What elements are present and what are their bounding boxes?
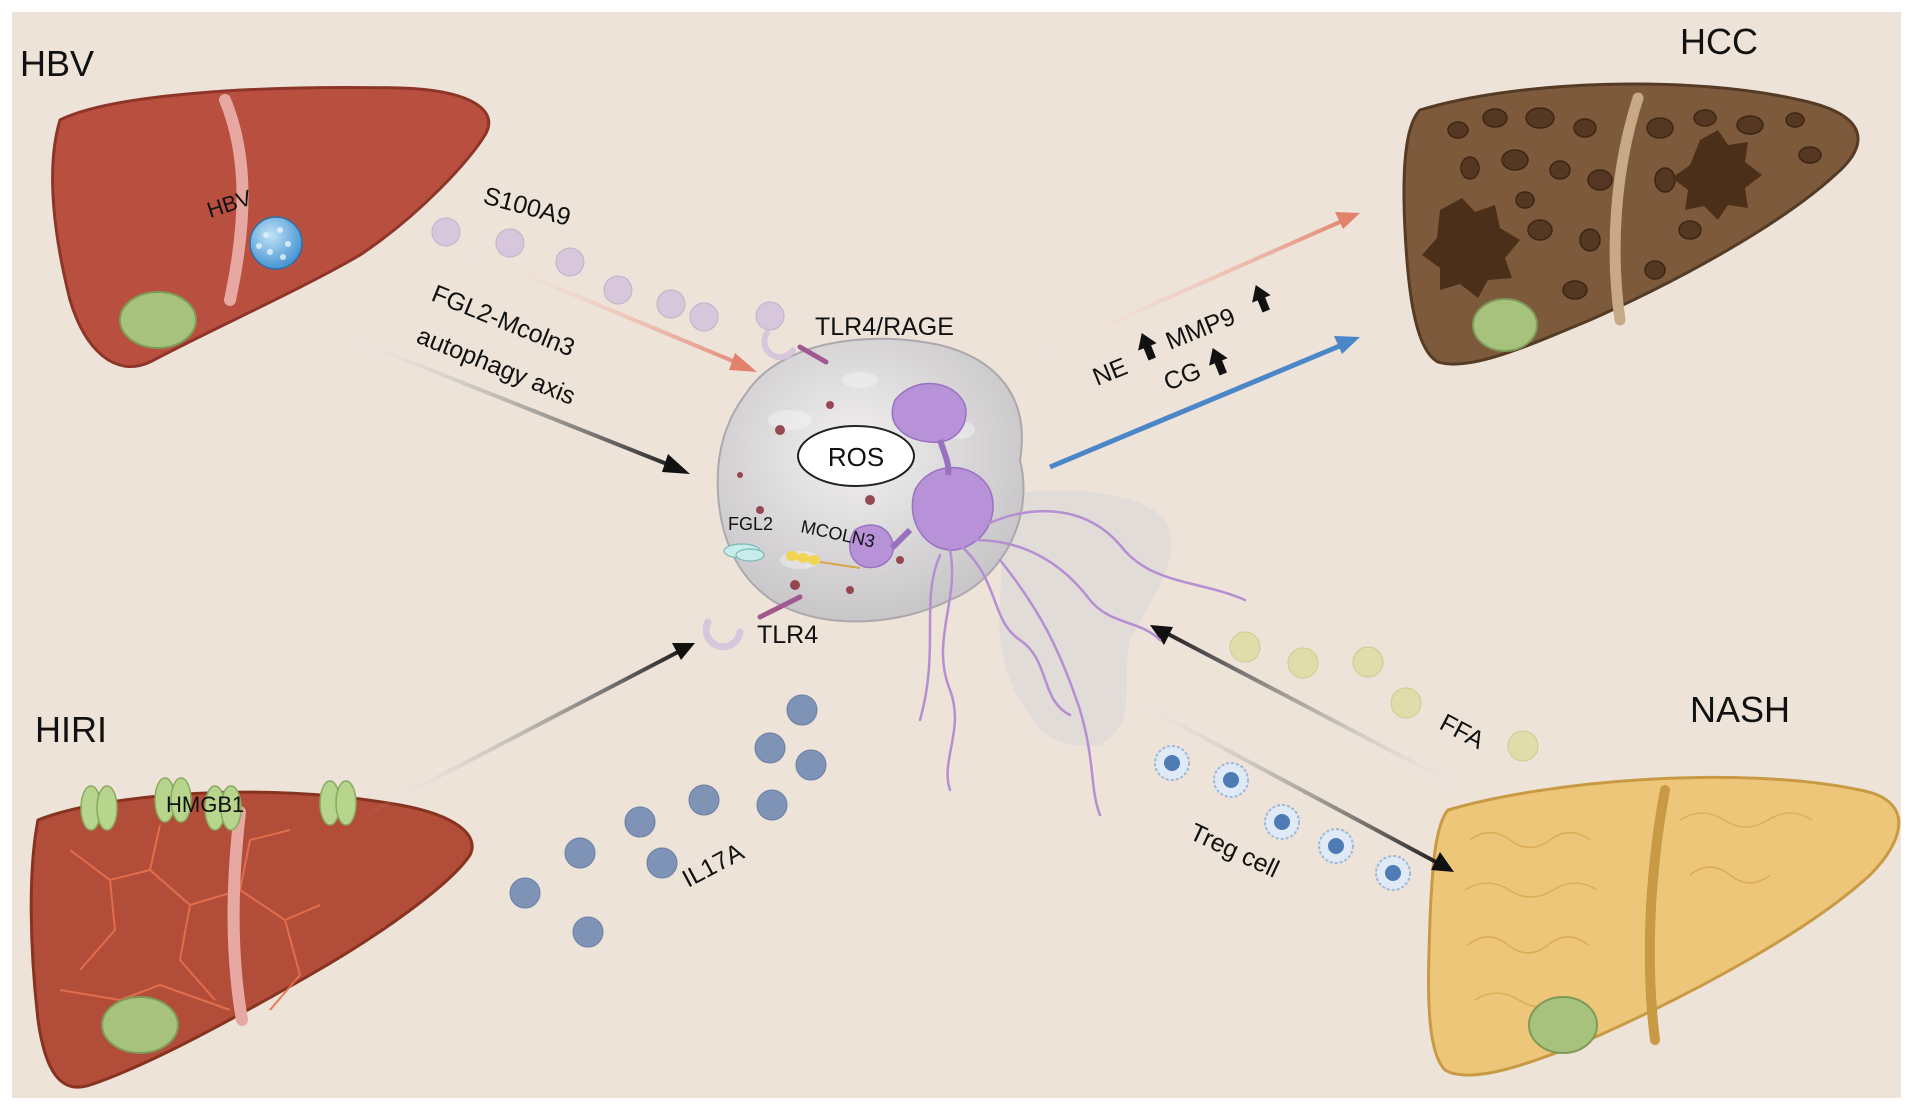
treg-cells bbox=[1154, 745, 1411, 891]
arrow-hiri-to-neutrophil bbox=[364, 643, 695, 817]
gallbladder-icon bbox=[1472, 298, 1538, 352]
il17a-molecules bbox=[509, 694, 827, 948]
arrow-hbv-s100a9-to-neutrophil bbox=[429, 233, 757, 372]
treg-cell-icon bbox=[1375, 855, 1411, 891]
hiri-liver bbox=[29, 777, 474, 1089]
gallbladder-icon bbox=[1528, 996, 1598, 1054]
hcc-label: HCC bbox=[1680, 21, 1758, 62]
arrow-nash-to-neutrophil bbox=[1150, 625, 1486, 802]
gallbladder-icon bbox=[101, 996, 179, 1054]
hmgb1-molecule-icon bbox=[80, 777, 357, 831]
neutrophil-cell bbox=[702, 330, 1247, 817]
ros-label: ROS bbox=[828, 442, 884, 472]
treg-cell-icon bbox=[1154, 745, 1190, 781]
up-arrow-icon bbox=[1209, 348, 1228, 376]
treg-cell-icon bbox=[1213, 762, 1249, 798]
gallbladder-icon bbox=[119, 291, 197, 349]
up-arrow-icon bbox=[1138, 333, 1157, 361]
nets-fibers bbox=[918, 509, 1247, 817]
fgl2-protein-icon bbox=[723, 543, 861, 569]
s100a9-molecules bbox=[431, 217, 785, 332]
nash-label: NASH bbox=[1690, 689, 1790, 730]
nucleus-icon bbox=[849, 383, 994, 569]
hbv-virus-icon bbox=[249, 216, 303, 270]
hbv-label: HBV bbox=[20, 43, 94, 84]
hcc-liver bbox=[1402, 82, 1860, 366]
tlr4-rage-receptor-icon bbox=[761, 330, 829, 365]
increase-arrow-icons bbox=[1138, 285, 1271, 376]
fgl2-label: FGL2 bbox=[728, 514, 773, 534]
arrow-neutrophil-to-nash bbox=[1114, 688, 1454, 872]
treg-cell-icon bbox=[1264, 804, 1300, 840]
hmgb1-label: HMGB1 bbox=[166, 792, 244, 817]
tlr4-rage-label: TLR4/RAGE bbox=[815, 313, 954, 341]
tlr4-receptor-icon bbox=[702, 594, 803, 651]
ros-bubble bbox=[797, 425, 915, 487]
nash-liver bbox=[1427, 775, 1901, 1077]
tumor-icon bbox=[1672, 130, 1762, 220]
hiri-label: HIRI bbox=[35, 709, 107, 750]
tlr4-label: TLR4 bbox=[757, 621, 818, 649]
arrow-neutrophil-to-hcc-orange bbox=[999, 212, 1360, 374]
arrow-hbv-fgl2-to-neutrophil bbox=[329, 328, 690, 474]
hbv-liver bbox=[51, 85, 491, 368]
ffa-molecules bbox=[1229, 631, 1539, 762]
arrow-neutrophil-to-hcc-blue bbox=[1049, 336, 1360, 470]
up-arrow-icon bbox=[1252, 285, 1271, 313]
tumor-icon bbox=[1422, 198, 1520, 298]
treg-cell-icon bbox=[1318, 828, 1354, 864]
